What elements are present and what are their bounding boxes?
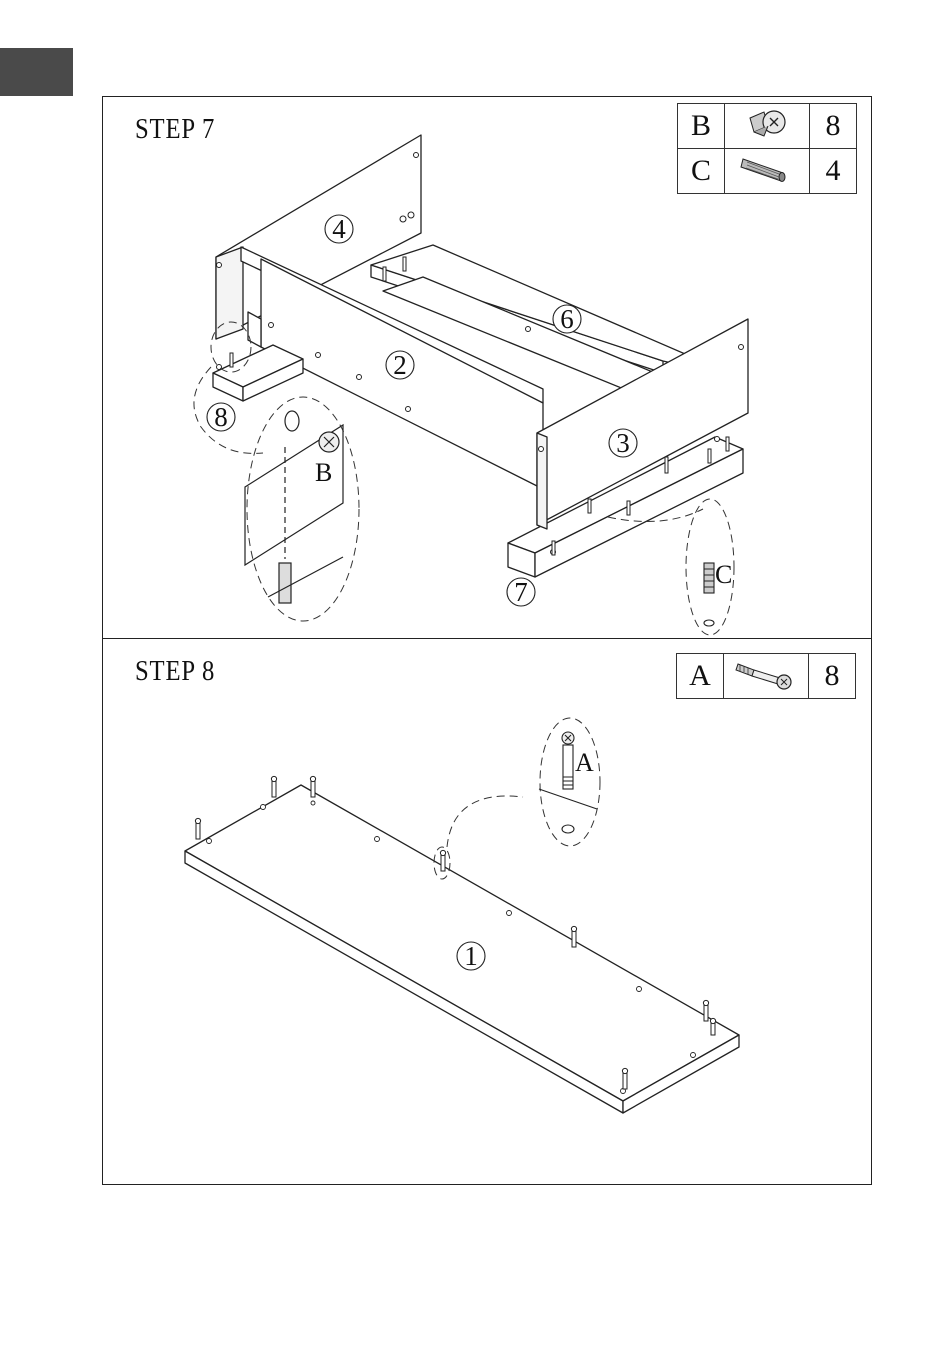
part-callout-number: 4 (332, 214, 346, 244)
step-7-assembly-drawing: 4 6 2 3 8 7 B C (103, 97, 873, 640)
part-callout-number: 3 (616, 428, 630, 458)
step-8-assembly-drawing: 1 A (103, 639, 873, 1186)
part-callout-number: 1 (464, 941, 478, 971)
part-callout-number: 6 (560, 304, 574, 334)
part-callout-number: 8 (214, 402, 228, 432)
step-8-panel: STEP 8 A 8 (102, 638, 872, 1185)
detail-label: A (575, 748, 594, 777)
detail-label: C (715, 560, 732, 589)
part-callout-number: 7 (514, 577, 528, 607)
detail-label: B (315, 458, 332, 487)
step-7-panel: STEP 7 B 8 C 4 (102, 96, 872, 639)
page-corner-tab (0, 48, 73, 96)
part-callout-number: 2 (393, 350, 407, 380)
